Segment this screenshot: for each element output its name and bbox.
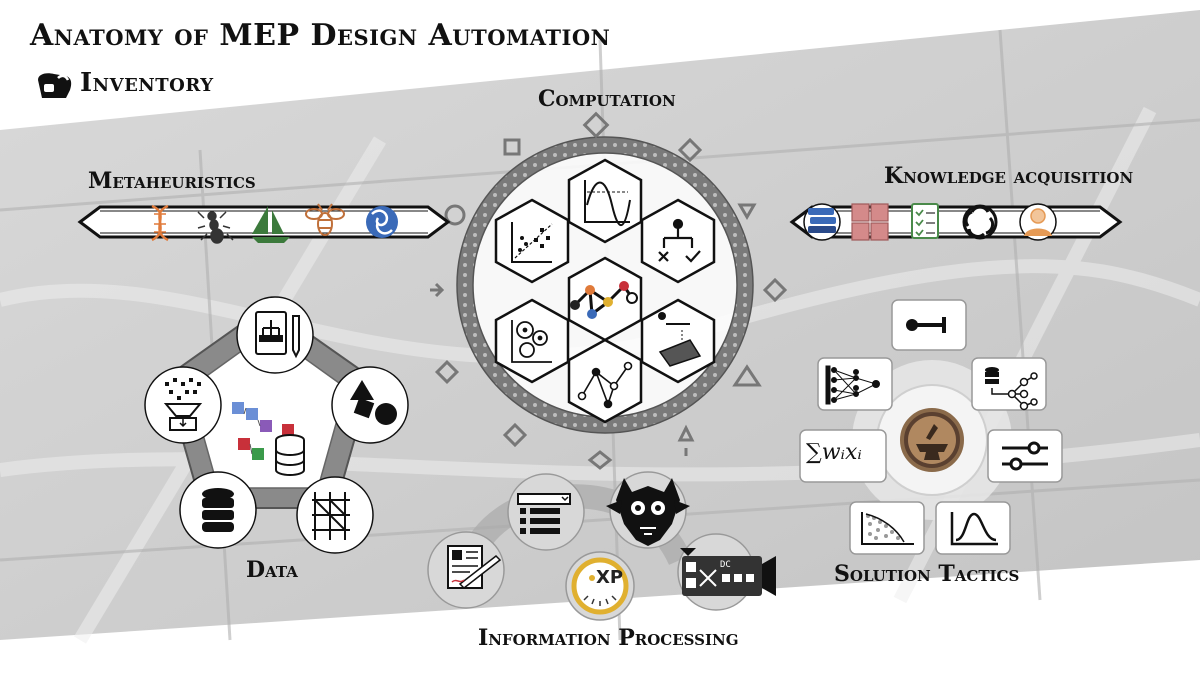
- scaffold-icon: [312, 492, 350, 540]
- inventory-subtitle: Inventory: [80, 68, 214, 98]
- page-title: Anatomy of MEP Design Automation: [30, 18, 611, 53]
- mask-icon: [606, 471, 690, 549]
- data-funnel-icon: [163, 378, 203, 431]
- openai-icon: [962, 204, 998, 240]
- sum-formula-text: ∑wᵢxᵢ: [806, 440, 862, 465]
- ornament-glyph: [502, 422, 528, 448]
- scatter-plot-icon: [511, 222, 553, 263]
- shapes-icon: [350, 380, 397, 425]
- ornament-glyph: [444, 204, 466, 226]
- form-list-icon: [507, 473, 585, 551]
- data-blocks-database-icon: [232, 402, 305, 476]
- database-icon: [202, 488, 234, 532]
- ornament-glyph: [677, 137, 703, 163]
- fish-swarm-icon: [366, 206, 398, 238]
- ornament-glyph: [582, 111, 610, 139]
- arrow-mapping-icon: [906, 317, 946, 333]
- computation-label: Computation: [538, 86, 676, 112]
- checklist-icon: [911, 203, 939, 239]
- forge-anvil-icon: [900, 408, 964, 472]
- ornament-glyph: [430, 282, 445, 298]
- network-graph-icon: [570, 281, 638, 319]
- ornament-glyph: [677, 424, 695, 456]
- pareto-front-icon: [861, 512, 914, 545]
- solution-tactics-label: Solution Tactics: [834, 561, 1020, 587]
- data-pentagon: [163, 303, 374, 509]
- neural-network-icon: [825, 365, 880, 405]
- books-icon: [803, 203, 841, 241]
- wave-chart-icon: [584, 180, 631, 227]
- document-hierarchy-icon: [255, 311, 300, 359]
- data-label: Data: [246, 557, 298, 583]
- ornament-glyphs: [430, 111, 788, 470]
- ornament-glyph: [732, 364, 762, 387]
- xp-label: XP: [596, 567, 624, 588]
- xp-badge-icon: [565, 551, 635, 621]
- computation-hexagons: [494, 158, 716, 424]
- bee-icon: [305, 203, 345, 236]
- knowledge-acquisition-label: Knowledge acquisition: [884, 163, 1134, 189]
- ornament-glyph: [587, 450, 613, 470]
- decision-tree-icon: [658, 218, 701, 263]
- dna-icon: [151, 204, 169, 242]
- ornament-glyph: [762, 277, 788, 303]
- cluster-plot-icon: [511, 320, 552, 363]
- film-strip-icon: [677, 533, 776, 611]
- storage-boxes-icon: [851, 203, 889, 241]
- knowledge-bar: [789, 205, 1123, 239]
- bag-icon: [38, 73, 72, 98]
- metaheuristics-label: Metaheuristics: [88, 168, 256, 194]
- hex-graph: [567, 338, 643, 424]
- expert-person-icon: [1019, 203, 1057, 241]
- card-sum-formula: [799, 429, 887, 483]
- ornament-glyph: [737, 203, 757, 220]
- information-processing-label: Information Processing: [478, 625, 739, 651]
- graph-nodes-icon: [577, 361, 633, 409]
- dc-label: DC: [720, 560, 731, 570]
- drawing-pen-icon: [427, 531, 505, 609]
- distribution-curve-icon: [950, 512, 998, 546]
- database-tree-icon: [985, 367, 1038, 411]
- sliders-icon: [1002, 441, 1048, 471]
- card-distribution: [935, 501, 1011, 555]
- hex-surface: [640, 298, 716, 384]
- card-sliders: [987, 429, 1063, 483]
- ornament-glyph: [434, 359, 460, 385]
- sailboat-icon: [252, 206, 290, 243]
- ant-icon: [197, 211, 234, 244]
- ornament-glyph: [503, 138, 521, 156]
- optimization-surface-icon: [658, 312, 702, 367]
